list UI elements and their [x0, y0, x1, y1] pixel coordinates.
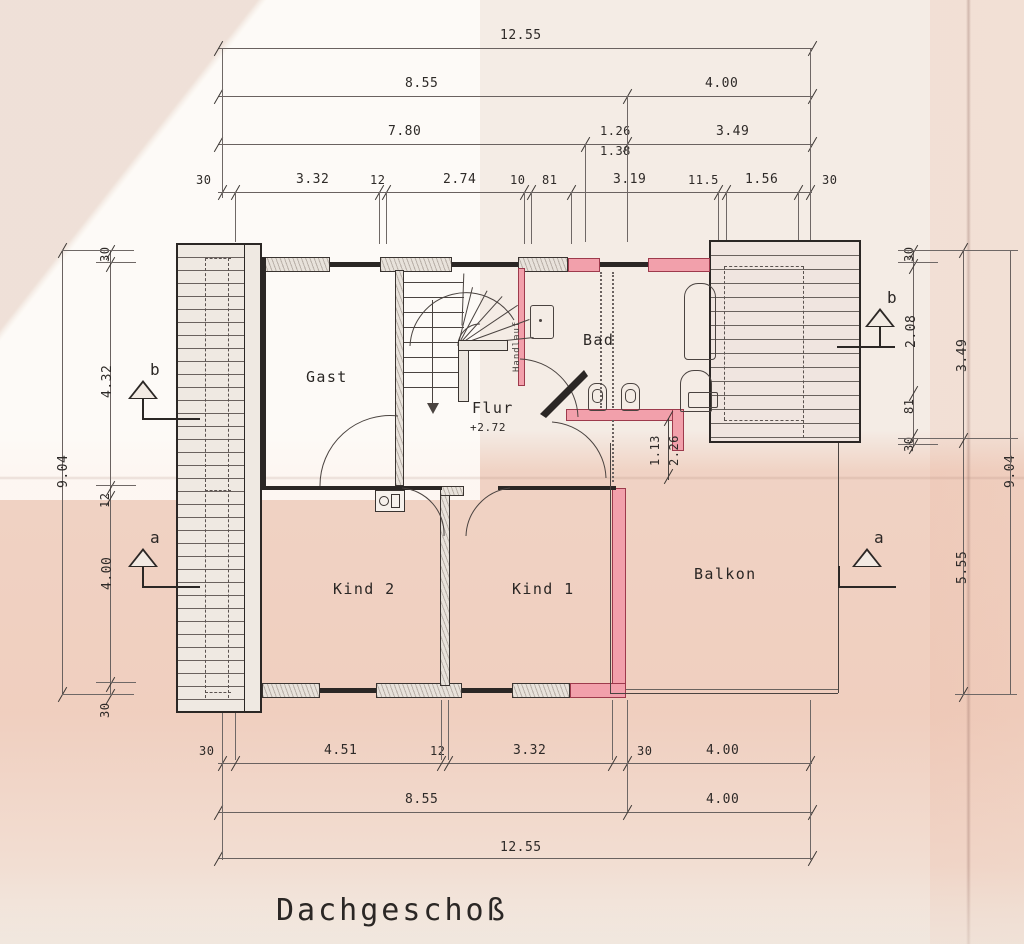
door-swing-bad: [519, 358, 579, 418]
exterior-wall-bottom-seg3: [376, 683, 462, 698]
wall-flur-bottom: [402, 486, 442, 490]
room-label-kind2: Kind 2: [333, 580, 396, 598]
dim-2-26: 2.26: [667, 435, 681, 466]
room-label-flur: Flur: [472, 399, 514, 417]
exterior-wall-top-seg1: [330, 262, 380, 267]
bathtub-icon: [684, 283, 716, 360]
room-elevation-flur: +2.72: [470, 421, 507, 434]
new-wall-top-bad-left: [568, 258, 600, 272]
dim-bot-4-51: 4.51: [324, 743, 358, 758]
dim-top-30-left: 30: [196, 173, 212, 187]
sightline-2: [612, 272, 614, 408]
exterior-wall-bottom-seg1: [262, 683, 320, 698]
wall-kind1-doorjamb: [440, 486, 464, 496]
page-title: Dachgeschoß: [276, 893, 508, 928]
dim-right-81: 81: [902, 398, 916, 414]
section-label-b-right: b: [887, 288, 897, 307]
wall-kind2-top: [262, 486, 402, 490]
dim-left-4-00: 4.00: [100, 556, 115, 590]
exterior-wall-top-seg2: [452, 262, 518, 267]
dim-left-30-bot: 30: [98, 702, 112, 718]
dim-top-10: 10: [510, 173, 526, 187]
vanity-icon: [688, 392, 718, 408]
dim-top-4-00: 4.00: [705, 76, 739, 91]
door-leaf-bad: [540, 370, 588, 418]
dim-top-12-55: 12.55: [500, 28, 542, 43]
dim-bot-30-left: 30: [199, 744, 215, 758]
dim-top-81: 81: [542, 173, 558, 187]
dim-bot-8-55: 8.55: [405, 792, 439, 807]
door-swing-flur-balkon: [551, 421, 607, 479]
door-swing-gast: [319, 415, 399, 487]
new-wall-flur-bad: [518, 268, 525, 386]
dim-top-8-55: 8.55: [405, 76, 439, 91]
dim-top-3-49: 3.49: [716, 124, 750, 139]
dim-1-13: 1.13: [648, 435, 662, 466]
dim-bot-30-mid: 30: [637, 744, 653, 758]
wall-kind1-top: [498, 486, 616, 490]
dim-top-2-74: 2.74: [443, 172, 477, 187]
dim-bot-3-32: 3.32: [513, 743, 547, 758]
exterior-wall-top-gast: [262, 257, 330, 272]
new-wall-kind1-right: [612, 488, 626, 694]
new-wall-bottom-balkon: [570, 683, 626, 698]
bidet-icon: [621, 383, 640, 411]
stair-wall-left: [395, 270, 404, 486]
exterior-wall-top-seg3: [518, 257, 568, 272]
dim-right-30-top: 30: [902, 246, 916, 262]
dim-left-30-top: 30: [98, 246, 112, 262]
dim-right-5-55: 5.55: [955, 550, 970, 584]
dim-bot-4-00-2: 4.00: [706, 792, 740, 807]
section-label-b-left: b: [150, 360, 160, 379]
dim-left-4-32: 4.32: [100, 364, 115, 398]
room-label-bad: Bad: [583, 331, 615, 349]
exterior-wall-top-stair: [380, 257, 452, 272]
dim-right-3-49: 3.49: [955, 338, 970, 372]
washbasin-icon: [530, 305, 554, 339]
sightline-1: [600, 272, 602, 408]
dim-top-1-56: 1.56: [745, 172, 779, 187]
dim-top-3-19: 3.19: [613, 172, 647, 187]
interior-wall-gast-left: [262, 257, 266, 489]
dim-top-30-right: 30: [822, 173, 838, 187]
exterior-wall-bottom-seg5: [512, 683, 570, 698]
dim-right-2-08: 2.08: [904, 314, 919, 348]
dim-top-1-38: 1.38: [600, 144, 631, 158]
toilet-icon: [588, 383, 607, 411]
door-swing-kind2: [401, 487, 445, 537]
new-wall-top-bad-right: [648, 258, 710, 272]
room-label-gast: Gast: [306, 368, 348, 386]
exterior-wall-top-seg4: [600, 262, 648, 267]
sightline-3: [612, 420, 614, 482]
dim-top-7-80: 7.80: [388, 124, 422, 139]
exterior-wall-bottom-seg2: [320, 688, 376, 693]
dim-left-9-04: 9.04: [56, 454, 71, 488]
new-wall-bad-right: [672, 409, 684, 451]
room-label-kind1: Kind 1: [512, 580, 575, 598]
exterior-wall-bottom-seg4: [462, 688, 512, 693]
dim-left-12: 12: [98, 492, 112, 508]
dim-bot-12-55: 12.55: [500, 840, 542, 855]
dim-top-11-5: 11.5: [688, 173, 719, 187]
appliance-icon: [375, 490, 405, 512]
dim-bot-4-00: 4.00: [706, 743, 740, 758]
shower-icon: [680, 370, 712, 412]
door-swing-kind1: [465, 487, 511, 537]
dim-top-3-32: 3.32: [296, 172, 330, 187]
dim-top-12: 12: [370, 173, 386, 187]
section-label-a-right: a: [874, 528, 884, 547]
section-label-a-left: a: [150, 528, 160, 547]
dim-bot-12: 12: [430, 744, 446, 758]
room-label-balkon: Balkon: [694, 565, 757, 583]
dim-top-1-26: 1.26: [600, 124, 631, 138]
